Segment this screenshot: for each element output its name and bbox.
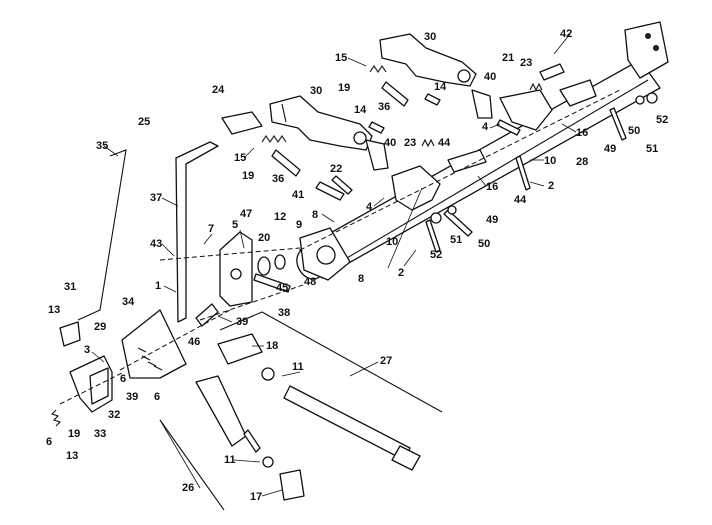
callout-44b: 44 [514,194,527,206]
callout-2a: 2 [398,267,404,279]
callout-4b: 4 [366,201,373,213]
pins [271,63,565,201]
callout-24: 24 [212,84,225,96]
callout-16b: 16 [486,181,498,193]
spacers-bushings [195,254,291,327]
callout-6b: 6 [154,391,160,403]
callout-21: 21 [502,52,514,64]
lift-arm-left [221,95,373,151]
callout-52a: 52 [656,114,668,126]
callout-44a: 44 [438,137,451,149]
callout-41: 41 [292,189,304,201]
callout-49b: 49 [486,214,498,226]
links [365,89,493,171]
callout-19b: 19 [242,170,254,182]
sector-plate [121,309,187,379]
callout-5: 5 [232,219,238,231]
callout-10a: 10 [544,155,556,167]
callout-39a: 39 [236,316,248,328]
callout-33: 33 [94,428,106,440]
callout-23b: 23 [404,137,416,149]
callout-13b: 13 [66,450,78,462]
callout-16a: 16 [576,127,588,139]
lift-link-rod [283,385,421,471]
callout-40a: 40 [484,71,496,83]
center-lines [59,89,621,405]
shaft-bracket [299,227,351,281]
callout-6a: 6 [120,373,126,385]
callout-34: 34 [122,296,135,308]
callout-32: 32 [108,409,120,421]
callout-19a: 19 [338,82,350,94]
group-outlines [159,311,443,511]
callout-22: 22 [330,163,342,175]
callout-8b: 8 [358,273,364,285]
hardware-right [425,92,658,253]
callout-49a: 49 [604,143,616,155]
callout-48: 48 [304,276,316,288]
callout-52b: 52 [430,249,442,261]
callout-18: 18 [266,340,278,352]
callout-45: 45 [276,282,288,294]
callout-8a: 8 [312,209,318,221]
callout-38: 38 [278,307,290,319]
callout-26: 26 [182,482,194,494]
control-rod [77,149,127,321]
lower-left-brackets [59,321,113,413]
callout-42: 42 [560,28,572,40]
callout-30a: 30 [424,31,436,43]
callout-19c: 19 [68,428,80,440]
callout-50a: 50 [628,125,640,137]
callout-14b: 14 [434,81,447,93]
callout-40b: 40 [384,137,396,149]
lever-bracket [219,231,253,307]
callout-6c: 6 [46,436,52,448]
center-bracket [391,79,597,211]
callout-3: 3 [84,344,90,356]
callout-9: 9 [296,219,302,231]
callout-39b: 39 [126,391,138,403]
callout-31: 31 [64,281,76,293]
callout-35: 35 [96,140,108,152]
callout-29: 29 [94,321,106,333]
callout-28: 28 [576,156,588,168]
turnbuckle-bushing [217,333,275,381]
callout-2b: 2 [548,180,554,192]
callout-51a: 51 [646,143,658,155]
callout-13a: 13 [48,304,60,316]
lift-arm-right [379,33,477,87]
callout-11a: 11 [292,361,304,373]
callout-4a: 4 [482,121,489,133]
callout-17: 17 [250,491,262,503]
clevis-yoke [195,375,305,501]
callout-11b: 11 [224,454,236,466]
callout-50b: 50 [478,238,490,250]
callout-51b: 51 [450,234,462,246]
callout-25: 25 [138,116,150,128]
callout-30b: 30 [310,85,322,97]
callout-36b: 36 [272,173,284,185]
callout-46: 46 [188,336,200,348]
callout-27: 27 [380,355,392,367]
lift-lever [175,141,219,323]
callout-10b: 10 [386,236,398,248]
callout-36a: 36 [378,101,390,113]
callout-7: 7 [208,223,214,235]
callout-20: 20 [258,232,270,244]
callout-37: 37 [150,192,162,204]
callout-labels: 1 2 2 3 4 4 5 6 6 6 7 8 8 9 10 10 11 11 … [46,28,668,503]
callout-14a: 14 [354,104,367,116]
callout-15a: 15 [335,52,347,64]
callout-23a: 23 [520,57,532,69]
leader-lines [91,33,577,497]
callout-15b: 15 [234,152,246,164]
handle-grip [221,111,263,135]
callout-47: 47 [240,208,252,220]
callout-12: 12 [274,211,286,223]
springs [50,65,543,427]
callout-43: 43 [150,238,162,250]
callout-1: 1 [155,280,161,292]
